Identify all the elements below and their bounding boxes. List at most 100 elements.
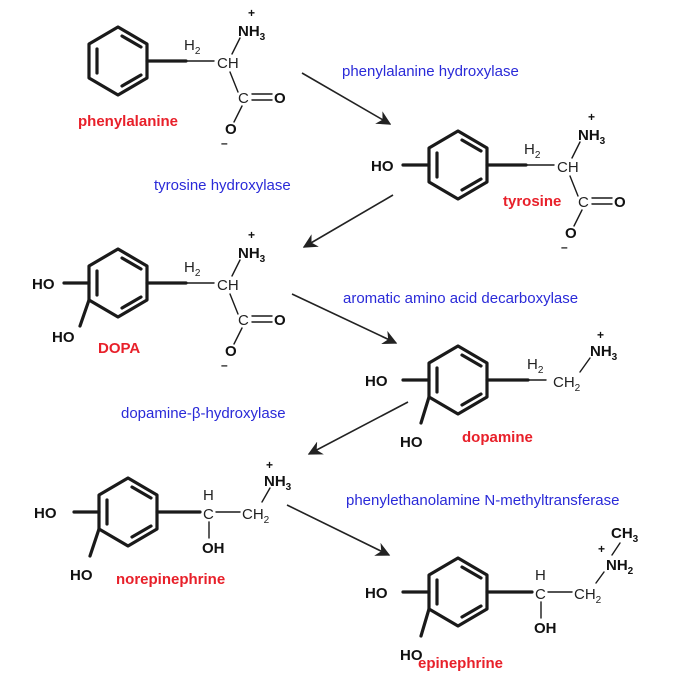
ch2-label: CH2 — [574, 586, 602, 606]
bond — [233, 105, 243, 123]
plus-charge: + — [266, 458, 273, 472]
ho-label: HO — [32, 276, 55, 293]
ring-double-bond — [120, 256, 143, 271]
ho-label: HO — [400, 647, 423, 664]
ring-double-bond — [460, 392, 483, 407]
norepinephrine-structure: HO HO H C OH CH2 + NH3 — [34, 458, 292, 584]
phenylalanine-structure: H2 CH + NH3 C O O – — [87, 6, 286, 150]
minus-charge: – — [561, 240, 568, 254]
c-label: C — [238, 312, 249, 329]
ho-label: HO — [365, 585, 388, 602]
reaction-arrow — [307, 401, 409, 455]
c-label: C — [535, 586, 546, 603]
ch2-label: CH2 — [242, 506, 270, 526]
enzyme-label-aromatic-decarboxylase: aromatic amino acid decarboxylase — [343, 290, 578, 307]
ring-double-bond — [120, 295, 143, 310]
o-label: O — [614, 194, 626, 211]
nh3-label: NH3 — [590, 343, 618, 363]
bond — [419, 607, 431, 638]
bond — [229, 71, 239, 93]
ch2-label: H2 — [527, 356, 544, 376]
ring-double-bond — [460, 138, 483, 153]
plus-charge: + — [248, 6, 255, 20]
ch2-label: H2 — [524, 141, 541, 161]
oh-label: OH — [202, 540, 225, 557]
o-label: O — [225, 343, 237, 360]
tyrosine-structure: HO H2 CH + NH3 C O O – — [371, 110, 626, 254]
benzene-ring — [427, 556, 489, 628]
ring-double-bond — [130, 524, 153, 539]
ch-label: CH — [217, 55, 239, 72]
h-label: H — [535, 567, 546, 584]
bond — [231, 37, 241, 55]
bond — [261, 487, 271, 503]
reaction-arrow — [301, 72, 392, 125]
enzyme-label-pnmt: phenylethanolamine N-methyltransferase — [346, 492, 619, 509]
ch-label: CH — [217, 277, 239, 294]
plus-charge: + — [588, 110, 595, 124]
plus-charge: + — [248, 228, 255, 242]
o-label: O — [274, 90, 286, 107]
o-label: O — [565, 225, 577, 242]
enzyme-label-dopamine-beta-hydroxylase: dopamine-β-hydroxylase — [121, 405, 286, 422]
oh-label: OH — [534, 620, 557, 637]
ring-double-bond — [130, 485, 153, 500]
c-label: C — [578, 194, 589, 211]
reaction-arrow — [302, 194, 394, 248]
nh3-label: NH3 — [264, 473, 292, 493]
enzyme-label-tyrosine-hydroxylase: tyrosine hydroxylase — [154, 177, 291, 194]
bond — [579, 357, 591, 373]
bond — [229, 293, 239, 315]
phenylalanine-label: phenylalanine — [78, 113, 178, 130]
ho-label: HO — [34, 505, 57, 522]
ho-label: HO — [400, 434, 423, 451]
bond — [78, 298, 91, 328]
ho-label: HO — [70, 567, 93, 584]
ring-double-bond — [460, 177, 483, 192]
ring-double-bond — [460, 353, 483, 368]
dopa-structure: HO HO H2 CH + NH3 C O O – — [32, 228, 286, 372]
bond — [573, 209, 583, 227]
plus-charge: + — [598, 542, 605, 556]
epinephrine-structure: HO HO H C OH CH2 + NH2 CH3 — [365, 525, 639, 664]
plus-charge: + — [597, 328, 604, 342]
o-label: O — [225, 121, 237, 138]
ch2-label: CH2 — [553, 374, 581, 394]
dopamine-label: dopamine — [462, 429, 533, 446]
tyrosine-label: tyrosine — [503, 193, 561, 210]
benzene-ring — [87, 247, 149, 319]
bond — [233, 327, 243, 345]
ch-label: CH — [557, 159, 579, 176]
bond — [419, 395, 431, 425]
o-label: O — [274, 312, 286, 329]
nh3-label: NH3 — [238, 245, 266, 265]
bond — [231, 259, 241, 277]
epinephrine-label: epinephrine — [418, 655, 503, 672]
ring-double-bond — [120, 34, 143, 49]
nh3-label: NH3 — [578, 127, 606, 147]
bond — [569, 175, 579, 197]
dopamine-structure: HO HO H2 CH2 + NH3 — [365, 328, 618, 451]
enzyme-label-phenylalanine-hydroxylase: phenylalanine hydroxylase — [342, 63, 519, 80]
nh3-label: NH3 — [238, 23, 266, 43]
dopa-label: DOPA — [98, 340, 140, 357]
ho-label: HO — [365, 373, 388, 390]
ho-label: HO — [371, 158, 394, 175]
ho-label: HO — [52, 329, 75, 346]
bond — [88, 527, 101, 558]
c-label: C — [238, 90, 249, 107]
ch2-label: H2 — [184, 37, 201, 57]
ch3-label: CH3 — [611, 525, 639, 545]
benzene-ring — [427, 129, 489, 201]
reaction-arrow — [286, 504, 391, 556]
ring-double-bond — [120, 73, 143, 88]
reaction-arrow — [291, 293, 398, 344]
minus-charge: – — [221, 136, 228, 150]
bond — [571, 141, 581, 159]
norepinephrine-label: norepinephrine — [116, 571, 225, 588]
benzene-ring — [87, 25, 149, 97]
c-label: C — [203, 506, 214, 523]
benzene-ring — [97, 476, 159, 548]
